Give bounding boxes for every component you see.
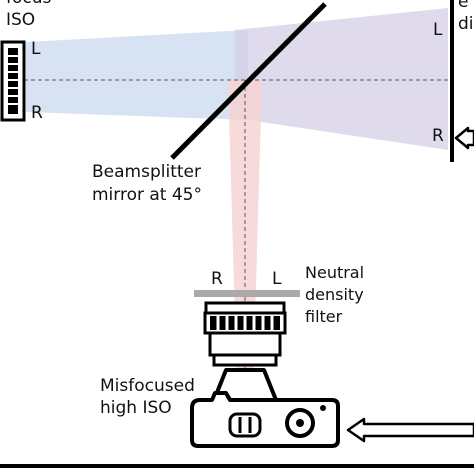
lens-icon — [203, 301, 287, 367]
camera-label-line2: high ISO — [100, 398, 172, 418]
top-right-label-partial-1: e — [458, 0, 469, 12]
filter-label-r: R — [211, 269, 223, 289]
filter-label-line2: density — [305, 285, 364, 304]
right-display-label-l: L — [433, 20, 443, 40]
camera-icon — [190, 368, 340, 448]
top-right-label-partial-2: di — [458, 14, 474, 34]
left-sensor-label-l: L — [31, 39, 41, 59]
right-arrow-icon — [454, 126, 474, 150]
right-display-label-r: R — [432, 126, 444, 146]
beamsplitter-label-line2: mirror at 45° — [92, 185, 203, 205]
left-sensor — [0, 40, 26, 122]
right-purple-beam — [235, 8, 448, 150]
left-blue-beam — [26, 30, 248, 120]
camera-label-line1: Misfocused — [100, 376, 195, 396]
filter-label-line3: filter — [305, 307, 343, 326]
top-left-label-iso: ISO — [6, 10, 36, 30]
beamsplitter-mirror — [170, 2, 327, 160]
camera-arrow-icon — [346, 417, 474, 443]
beamsplitter-label-line1: Beamsplitter — [92, 162, 201, 182]
top-left-label-focus: focus — [6, 0, 51, 9]
neutral-density-filter — [194, 290, 300, 297]
filter-label-l: L — [272, 269, 282, 289]
filter-label-line1: Neutral — [305, 263, 365, 282]
left-sensor-label-r: R — [31, 103, 43, 123]
